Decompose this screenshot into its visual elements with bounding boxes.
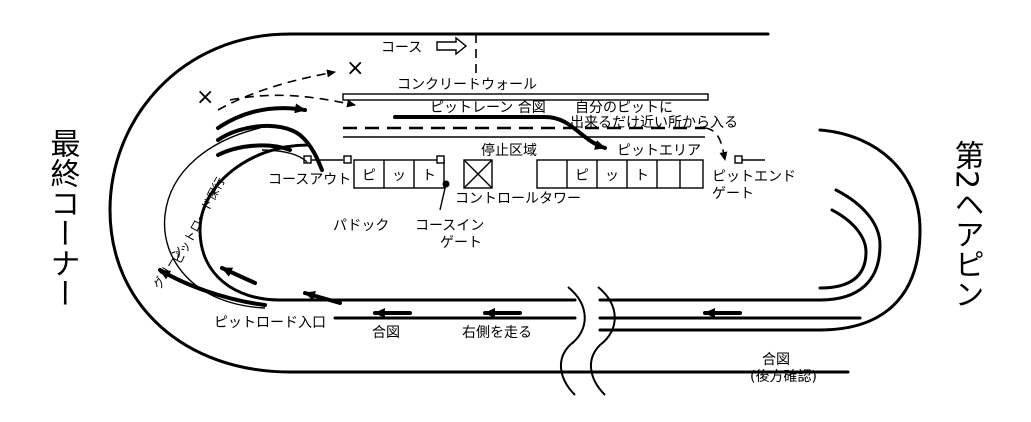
pit-exit-line-3 — [216, 143, 292, 157]
label-pit-right-1: ピ — [575, 168, 589, 184]
arrow-return-4 — [303, 290, 342, 305]
track-outer-edge — [108, 32, 850, 374]
arrow-pit-entry — [158, 268, 267, 307]
concrete-wall — [342, 93, 709, 101]
label-enter-near-pit-1: 自分のピットに — [575, 100, 673, 116]
pit-exit-line-1 — [216, 103, 307, 130]
track-inner-edge — [198, 143, 577, 302]
label-pit-3: ト — [422, 168, 436, 184]
label-pit-end-gate-2: ゲート — [712, 186, 754, 202]
break-mark-left — [560, 286, 586, 396]
label-pit-right-3: ト — [635, 168, 649, 184]
label-enter-near-pit-2: 出来るだけ近い所から入る — [570, 115, 738, 131]
arrow-return-5 — [220, 266, 257, 285]
pit-exit-line-2 — [216, 123, 324, 172]
pit-building-right — [536, 159, 704, 189]
label-course-out: コースアウト — [268, 172, 351, 188]
pit-end-dash-arrow — [704, 127, 728, 161]
label-course-in-gate-1: コースイン — [415, 218, 484, 234]
pit-end-gate — [734, 155, 765, 164]
label-pit-lane-signal: ピットレーン 合図 — [430, 100, 546, 116]
control-tower — [463, 159, 493, 189]
label-pit-right-2: ッ — [605, 168, 619, 184]
label-pit-2: ッ — [392, 168, 406, 184]
course-in-gate-leader — [439, 183, 447, 211]
label-control-tower: コントロールタワー — [455, 191, 581, 207]
label-pit-area: ピットエリア — [617, 143, 701, 159]
pit-road-keep-line — [163, 127, 266, 309]
label-second-hairpin: 第2ヘアピン — [949, 140, 984, 309]
label-keep-right: 右側を走る — [462, 325, 532, 341]
label-course-in-gate-2: ゲート — [440, 235, 482, 251]
break-mark-right — [590, 286, 616, 396]
label-green: グリーン — [150, 243, 186, 291]
course-hollow-arrow — [436, 36, 468, 56]
label-final-corner: 最終コーナー — [45, 128, 80, 308]
label-pit-road-entrance: ピットロード入口 — [214, 315, 326, 331]
label-stop-zone: 停止区域 — [481, 142, 537, 159]
merge-dash-1 — [217, 69, 336, 111]
label-signal-check-rear-2: (後方確認) — [750, 369, 817, 385]
label-pit-end-gate-1: ピットエンド — [712, 169, 796, 185]
cross-mark-2: × — [196, 85, 214, 110]
label-signal: 合図 — [372, 325, 400, 341]
hairpin-inner-edge-b — [818, 208, 868, 290]
cross-mark-1: × — [346, 56, 364, 81]
label-paddock: パドック — [333, 218, 389, 234]
label-signal-check-rear-1: 合図 — [762, 352, 790, 368]
hairpin-outer-edge — [598, 128, 922, 332]
label-pit-1: ピ — [362, 168, 376, 184]
label-course: コース — [381, 40, 422, 56]
hairpin-inner-edge-a — [598, 188, 882, 302]
label-concrete-wall: コンクリートウォール — [397, 77, 537, 93]
merge-dash-2 — [229, 94, 356, 108]
pit-building-left — [261, 149, 445, 189]
